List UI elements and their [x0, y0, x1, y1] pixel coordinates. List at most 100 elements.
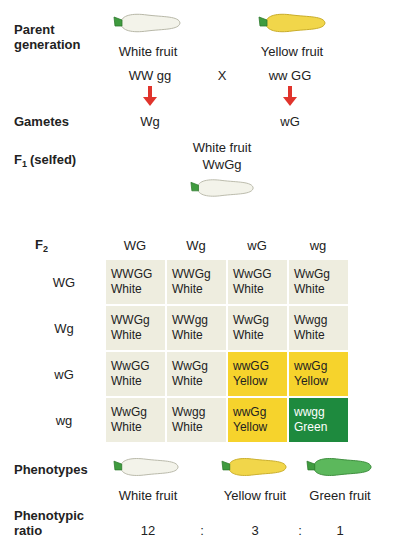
genotype: WwGg — [294, 267, 330, 282]
label: Parent generation — [14, 22, 80, 52]
phenotype: Green — [294, 420, 327, 435]
label: X — [218, 68, 227, 83]
label: Yellow fruit — [224, 488, 286, 503]
label-group: Yellow fruit — [261, 44, 323, 59]
label: wg — [56, 413, 73, 428]
phenotype: White — [294, 328, 325, 343]
label: WG — [53, 275, 75, 290]
punnett-cell: WWGgWhite — [106, 306, 165, 350]
genotype: wwGG — [233, 359, 269, 374]
label: Phenotypes — [14, 462, 88, 477]
genotype: Wwgg — [172, 405, 205, 420]
genotype: WwGg — [111, 405, 147, 420]
label-group: Phenotypes — [14, 462, 88, 477]
phenotype: White — [172, 420, 203, 435]
yellow-fruit — [259, 14, 325, 31]
label: Yellow fruit — [261, 44, 323, 59]
label: Wg — [140, 114, 160, 129]
phenotype: Yellow — [294, 374, 328, 389]
punnett-cell: WWGgWhite — [167, 260, 226, 304]
subscript: 2 — [43, 244, 48, 254]
label: White fruit — [119, 488, 178, 503]
punnett-cell: WWGGWhite — [106, 260, 165, 304]
phenotype: White — [111, 282, 142, 297]
phenotype: White — [172, 374, 203, 389]
label: Gametes — [14, 114, 69, 129]
phenotype: White — [172, 282, 203, 297]
label-group: wG — [247, 238, 267, 253]
punnett-cell: WwggWhite — [167, 398, 226, 442]
phenotype: White — [294, 282, 325, 297]
label: wg — [310, 238, 327, 253]
label: ww GG — [269, 68, 312, 83]
label: Phenotypic ratio — [14, 508, 84, 538]
genotype: wwGg — [233, 405, 266, 420]
label: 12 — [141, 523, 155, 538]
genotype: WWGg — [172, 267, 211, 282]
label: 3 — [251, 523, 258, 538]
genotype: WwGg — [233, 313, 269, 328]
genotype: wwGg — [294, 359, 327, 374]
label-group: WwGg — [203, 157, 242, 172]
label-group: F1(selfed) — [14, 152, 76, 172]
label: : — [298, 523, 302, 538]
punnett-cell: WWggWhite — [167, 306, 226, 350]
label-group: 1 — [336, 523, 343, 538]
label-group: Parent generation — [14, 22, 94, 52]
yellow-fruit — [222, 459, 286, 476]
label-group: : — [200, 523, 204, 538]
white-fruit — [114, 14, 180, 31]
label: White fruit — [119, 44, 178, 59]
label-group: White fruit — [119, 44, 178, 59]
label-group: 3 — [251, 523, 258, 538]
genotype: WWGg — [111, 313, 150, 328]
red-arrow — [143, 86, 297, 106]
label: WG — [124, 238, 146, 253]
label-group: Gametes — [14, 114, 69, 129]
phenotype: White — [233, 328, 264, 343]
phenotype: White — [233, 282, 264, 297]
label: : — [200, 523, 204, 538]
label-group: Wg — [186, 238, 206, 253]
label-group: Wg — [140, 114, 160, 129]
punnett-cell: wwGGYellow — [228, 352, 287, 396]
label-group: F2 — [35, 237, 51, 257]
punnett-cell: WwGGWhite — [228, 260, 287, 304]
phenotype: White — [111, 328, 142, 343]
label: WwGg — [203, 157, 242, 172]
label: (selfed) — [30, 152, 76, 167]
label-group: wg — [310, 238, 327, 253]
genotype: WWgg — [172, 313, 208, 328]
label-group: Phenotypic ratio — [14, 508, 94, 538]
label-group: wg — [56, 413, 73, 428]
label-group: 12 — [141, 523, 155, 538]
label-group: X — [218, 68, 227, 83]
punnett-cell: WwggWhite — [289, 306, 348, 350]
genotype: wwgg — [294, 405, 325, 420]
genotype: WwGG — [233, 267, 272, 282]
punnett-cell: WwGGWhite — [106, 352, 165, 396]
punnett-cell: WwGgWhite — [106, 398, 165, 442]
label-group: WG — [124, 238, 146, 253]
punnett-cell: WwGgWhite — [167, 352, 226, 396]
label-group: wG — [280, 114, 300, 129]
label-group: WW gg — [129, 68, 172, 83]
punnett-cell: WwGgWhite — [228, 306, 287, 350]
phenotype: White — [172, 328, 203, 343]
phenotype: Yellow — [233, 420, 267, 435]
label: Green fruit — [309, 488, 370, 503]
genotype: WWGG — [111, 267, 152, 282]
punnett-cell: WwGgWhite — [289, 260, 348, 304]
label: 1 — [336, 523, 343, 538]
genotype: Wwgg — [294, 313, 327, 328]
label-group: ww GG — [269, 68, 312, 83]
label: Wg — [186, 238, 206, 253]
white-fruit — [114, 459, 178, 476]
label: WW gg — [129, 68, 172, 83]
phenotype: White — [111, 374, 142, 389]
label: White fruit — [193, 140, 252, 155]
label-group: wG — [54, 367, 74, 382]
label: wG — [247, 238, 267, 253]
label-group: White fruit — [119, 488, 178, 503]
